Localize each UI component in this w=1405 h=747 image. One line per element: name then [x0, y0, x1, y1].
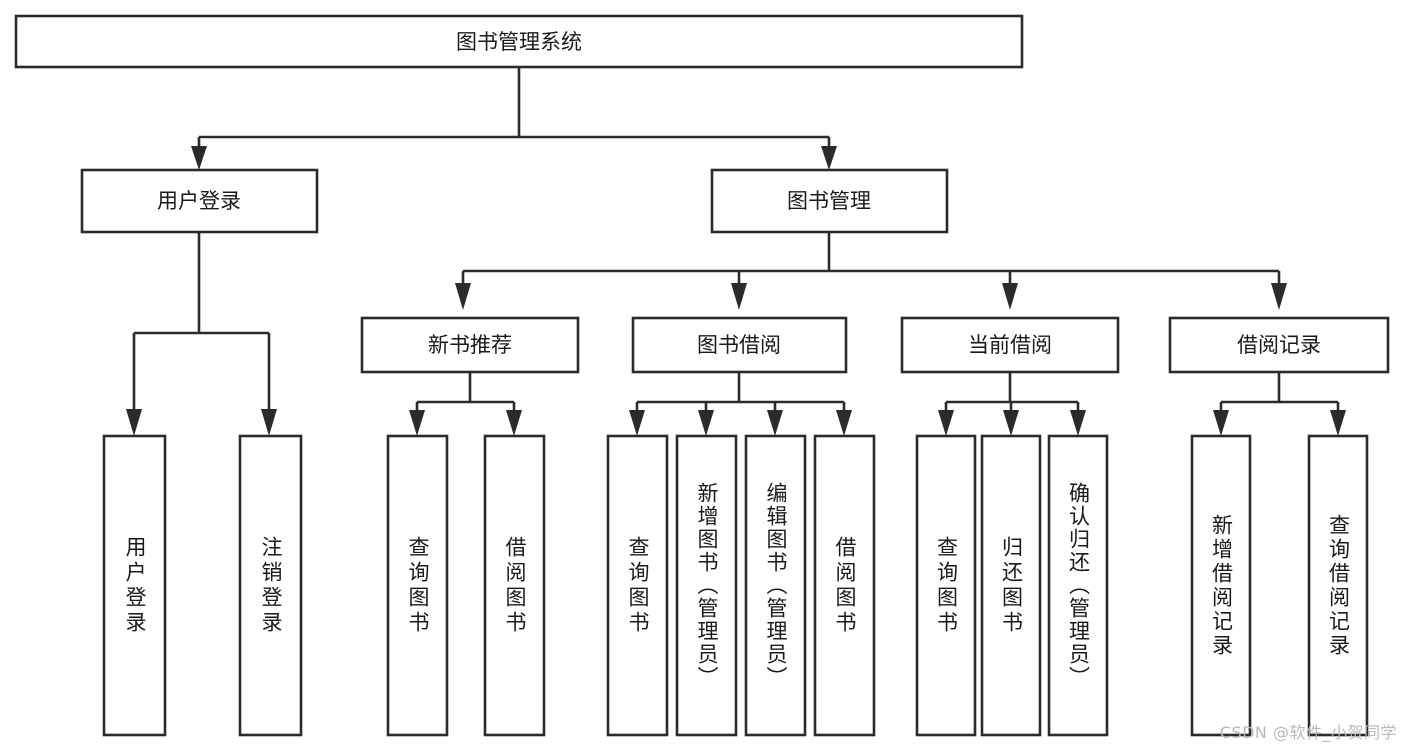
node-root-system[interactable] [14, 14, 1024, 69]
arrow-head-cb-return [1003, 410, 1019, 436]
node-book-borrow[interactable] [631, 316, 848, 374]
node-new-book-recommend[interactable] [360, 316, 580, 374]
node-current-borrow-label: 当前借阅 [968, 333, 1052, 357]
arrow-head-cb-confirm [1070, 410, 1086, 436]
node-leaf-cb-query-book[interactable] [915, 434, 977, 737]
arrow-head-book-mgmt [821, 146, 837, 170]
node-user-login-label: 用户登录 [157, 189, 241, 213]
node-leaf-bb-borrow-book[interactable] [813, 434, 876, 737]
node-book-borrow-label: 图书借阅 [697, 333, 781, 357]
arrow-head-bb-edit [767, 410, 783, 436]
node-leaf-cb-return-book[interactable] [980, 434, 1042, 737]
node-leaf-cb-confirm-return[interactable] [1047, 434, 1109, 737]
arrow-head-borrow-record [1271, 283, 1287, 310]
arrow-head-cb-query [938, 410, 954, 436]
arrow-head-new-book-rec [455, 283, 471, 310]
arrow-head-bb-query [629, 410, 645, 436]
node-borrow-record-label: 借阅记录 [1237, 333, 1321, 357]
arrow-head-br-add [1213, 410, 1229, 436]
node-root-system-label: 图书管理系统 [456, 30, 582, 54]
node-leaf-bb-add-book[interactable] [675, 434, 738, 737]
csdn-watermark: CSDN @软件_小贺同学 [1219, 723, 1397, 742]
node-new-book-recommend-label: 新书推荐 [428, 333, 512, 357]
arrow-head-user-login [191, 146, 207, 170]
arrow-head-br-query [1330, 410, 1346, 436]
node-leaf-user-login[interactable] [102, 434, 167, 737]
node-book-management[interactable] [710, 168, 949, 234]
arrow-head-leaf-logout [261, 409, 277, 436]
arrow-head-bb-borrow [836, 410, 852, 436]
arrow-head-current-borrow [1002, 283, 1018, 310]
node-leaf-br-query-record[interactable] [1307, 434, 1369, 737]
arrow-head-book-borrow [731, 283, 747, 310]
node-leaf-rec-query-book[interactable] [386, 434, 449, 737]
node-borrow-record[interactable] [1168, 316, 1390, 374]
node-leaf-bb-edit-book[interactable] [744, 434, 807, 737]
node-leaf-logout[interactable] [238, 434, 303, 737]
arrow-head-bb-add [698, 410, 714, 436]
node-current-borrow[interactable] [900, 316, 1120, 374]
node-leaf-bb-query-book[interactable] [606, 434, 669, 737]
node-book-management-label: 图书管理 [787, 189, 871, 213]
arrow-head-rec-query [409, 410, 425, 436]
node-leaf-rec-borrow-book[interactable] [483, 434, 546, 737]
arrow-head-rec-borrow [506, 410, 522, 436]
node-leaf-br-add-record[interactable] [1190, 434, 1252, 737]
arrow-head-leaf-user-login [126, 409, 142, 436]
node-user-login[interactable] [80, 168, 319, 234]
